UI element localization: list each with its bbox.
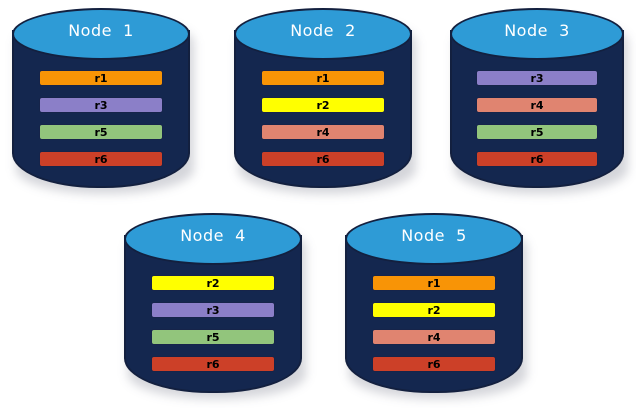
replica-list: r1 r2 r4 r6 (260, 70, 386, 167)
replica-label: r6 (206, 357, 220, 371)
replica-label: r4 (427, 330, 441, 344)
replica-list: r2 r3 r5 r6 (150, 275, 276, 372)
replica-label: r2 (316, 98, 330, 112)
replica-bar-r6[interactable]: r6 (150, 356, 276, 372)
replica-bar-r4[interactable]: r4 (476, 97, 598, 113)
database-node-5[interactable]: Node 5 r1 r2 r4 r6 (345, 213, 527, 399)
database-node-1[interactable]: Node 1 r1 r3 r5 r6 (12, 8, 194, 194)
replica-label: r6 (316, 152, 330, 166)
replica-bar-r5[interactable]: r5 (150, 329, 276, 345)
replica-bar-r5[interactable]: r5 (38, 124, 164, 140)
replica-bar-r6[interactable]: r6 (38, 151, 164, 167)
cylinder-top-cap (124, 213, 302, 265)
node-label: Node 5 (401, 226, 467, 245)
replica-label: r2 (206, 276, 220, 290)
replica-bar-r1[interactable]: r1 (38, 70, 164, 86)
replica-label: r4 (530, 98, 544, 112)
database-node-4[interactable]: Node 4 r2 r3 r5 r6 (124, 213, 306, 399)
replica-label: r1 (427, 276, 441, 290)
replica-bar-r6[interactable]: r6 (476, 151, 598, 167)
replica-bar-r2[interactable]: r2 (371, 302, 497, 318)
replica-bar-r3[interactable]: r3 (150, 302, 276, 318)
replica-label: r6 (94, 152, 108, 166)
replica-label: r5 (206, 330, 220, 344)
replica-bar-r6[interactable]: r6 (371, 356, 497, 372)
database-node-2[interactable]: Node 2 r1 r2 r4 r6 (234, 8, 416, 194)
replica-bar-r4[interactable]: r4 (260, 124, 386, 140)
replica-bar-r3[interactable]: r3 (476, 70, 598, 86)
replica-list: r1 r3 r5 r6 (38, 70, 164, 167)
cylinder-top-cap (234, 8, 412, 60)
replica-bar-r1[interactable]: r1 (371, 275, 497, 291)
replica-label: r4 (316, 125, 330, 139)
replica-bar-r5[interactable]: r5 (476, 124, 598, 140)
replica-bar-r4[interactable]: r4 (371, 329, 497, 345)
replica-label: r1 (94, 71, 108, 85)
replica-bar-r1[interactable]: r1 (260, 70, 386, 86)
replica-label: r1 (316, 71, 330, 85)
replica-bar-r2[interactable]: r2 (150, 275, 276, 291)
replica-bar-r6[interactable]: r6 (260, 151, 386, 167)
replica-list: r1 r2 r4 r6 (371, 275, 497, 372)
replica-label: r2 (427, 303, 441, 317)
node-label: Node 3 (504, 21, 570, 40)
replica-label: r5 (530, 125, 544, 139)
node-label: Node 1 (68, 21, 134, 40)
database-node-3[interactable]: Node 3 r3 r4 r5 r6 (450, 8, 628, 194)
node-label: Node 2 (290, 21, 356, 40)
replica-label: r3 (206, 303, 220, 317)
replica-label: r6 (530, 152, 544, 166)
cylinder-top-cap (450, 8, 624, 60)
replica-label: r3 (94, 98, 108, 112)
replica-list: r3 r4 r5 r6 (476, 70, 598, 167)
cylinder-top-cap (345, 213, 523, 265)
replica-bar-r3[interactable]: r3 (38, 97, 164, 113)
replica-label: r5 (94, 125, 108, 139)
node-label: Node 4 (180, 226, 246, 245)
cylinder-top-cap (12, 8, 190, 60)
replica-label: r3 (530, 71, 544, 85)
replica-bar-r2[interactable]: r2 (260, 97, 386, 113)
replica-label: r6 (427, 357, 441, 371)
